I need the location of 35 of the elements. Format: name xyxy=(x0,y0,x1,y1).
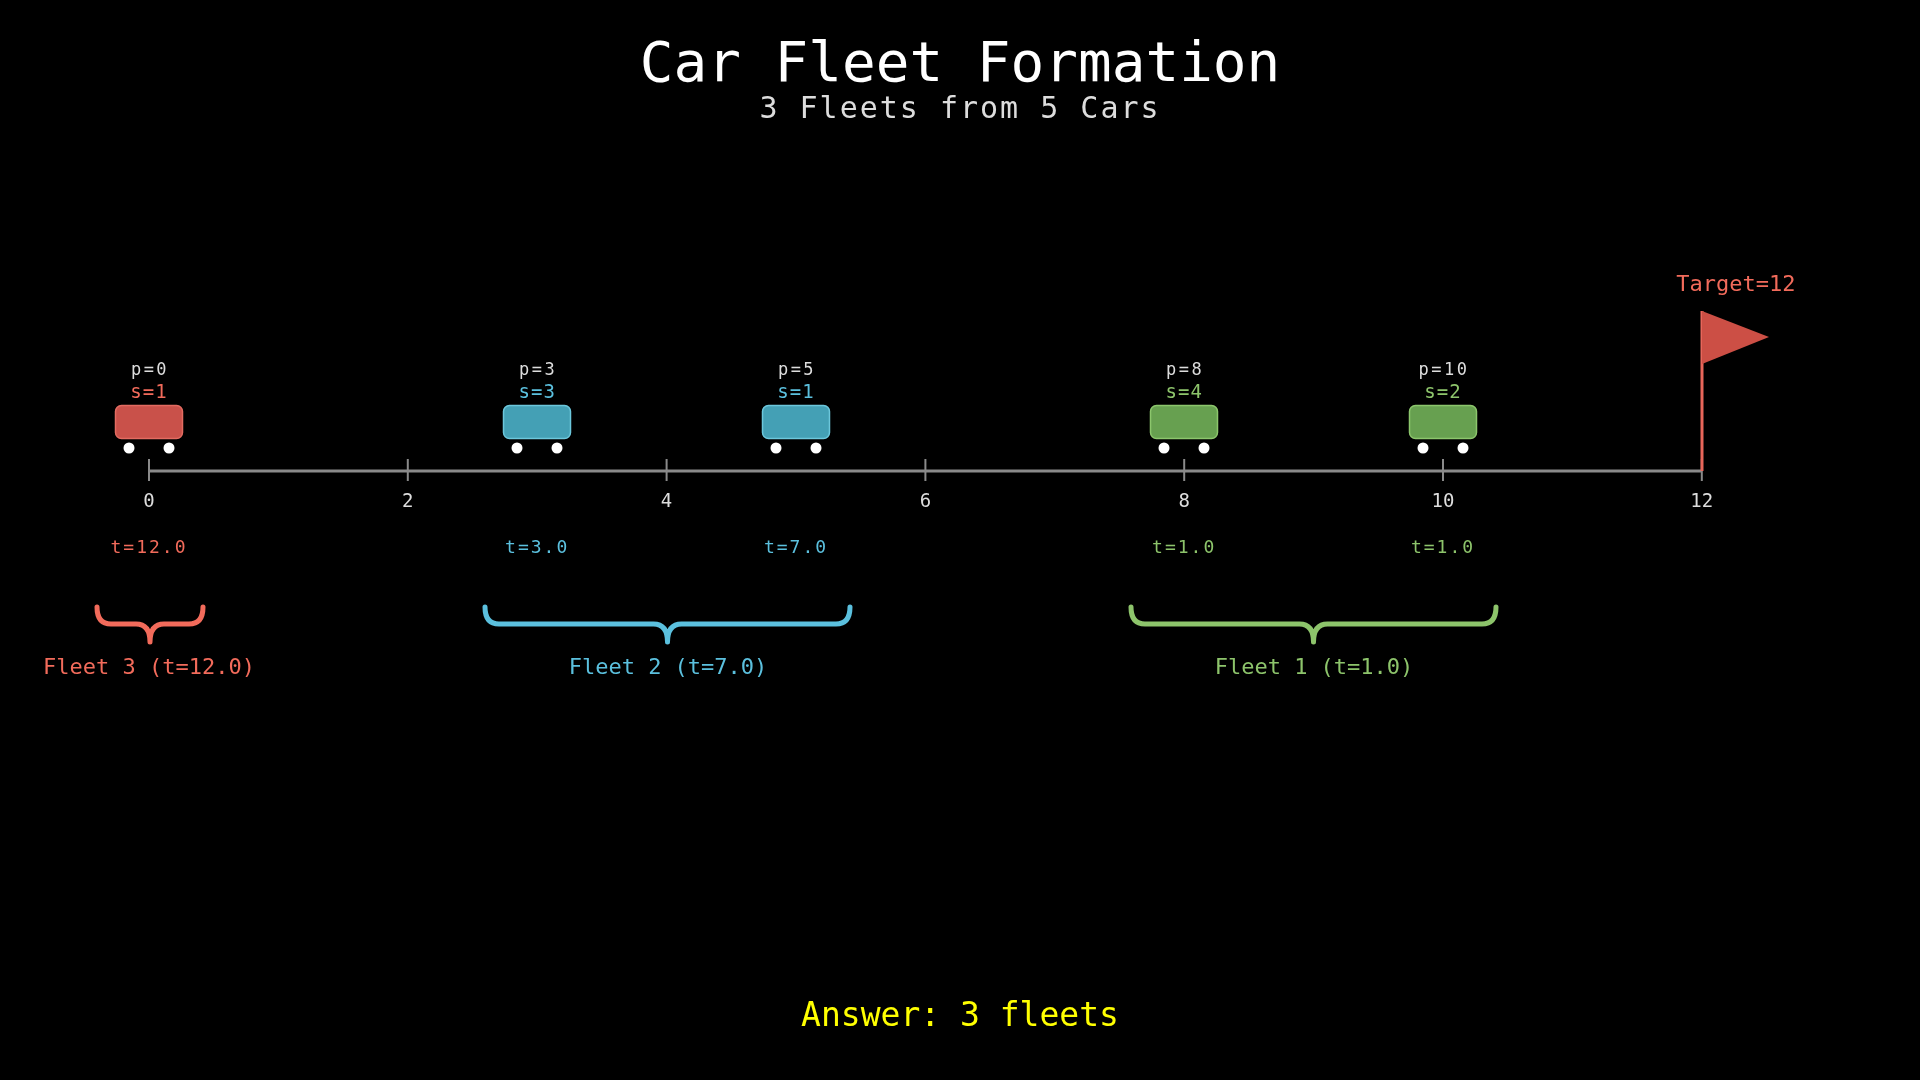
speed-label: s=4 xyxy=(1165,381,1203,401)
tick-label: 4 xyxy=(660,490,673,510)
tick-label: 8 xyxy=(1178,490,1190,510)
time-label: t=3.0 xyxy=(505,538,570,556)
car-icon xyxy=(1408,404,1478,454)
position-label: p=5 xyxy=(777,360,817,378)
time-label: t=7.0 xyxy=(763,538,829,556)
tick-label: 0 xyxy=(143,490,155,510)
car-icon xyxy=(502,404,573,454)
speed-label: s=2 xyxy=(1424,381,1462,401)
time-label: t=1.0 xyxy=(1410,538,1476,556)
tick-label: 12 xyxy=(1690,490,1714,510)
position-label: p=10 xyxy=(1418,360,1470,378)
speed-label: s=3 xyxy=(518,381,556,401)
fleet-label: Fleet 1 (t=1.0) xyxy=(1214,656,1414,678)
position-label: p=3 xyxy=(519,360,558,378)
tick-label: 2 xyxy=(402,490,414,510)
fleet-label: Fleet 3 (t=12.0) xyxy=(43,656,255,678)
tick-label: 10 xyxy=(1431,490,1455,510)
position-label: p=8 xyxy=(1166,360,1205,378)
car-icon xyxy=(1149,404,1220,454)
target-label: Target=12 xyxy=(1676,273,1796,295)
fleet-label: Fleet 2 (t=7.0) xyxy=(568,656,768,678)
time-label: t=12.0 xyxy=(110,538,188,556)
car-icon xyxy=(114,404,184,454)
subtitle: 3 Fleets from 5 Cars xyxy=(759,93,1161,123)
time-label: t=1.0 xyxy=(1152,538,1217,556)
position-label: p=0 xyxy=(130,360,170,378)
speed-label: s=1 xyxy=(130,381,168,401)
flag-icon xyxy=(1698,309,1771,473)
answer-text: Answer: 3 fleets xyxy=(801,997,1119,1031)
speed-label: s=1 xyxy=(777,381,815,401)
tick-label: 6 xyxy=(919,490,932,510)
title: Car Fleet Formation xyxy=(639,34,1281,90)
car-icon xyxy=(761,404,831,454)
